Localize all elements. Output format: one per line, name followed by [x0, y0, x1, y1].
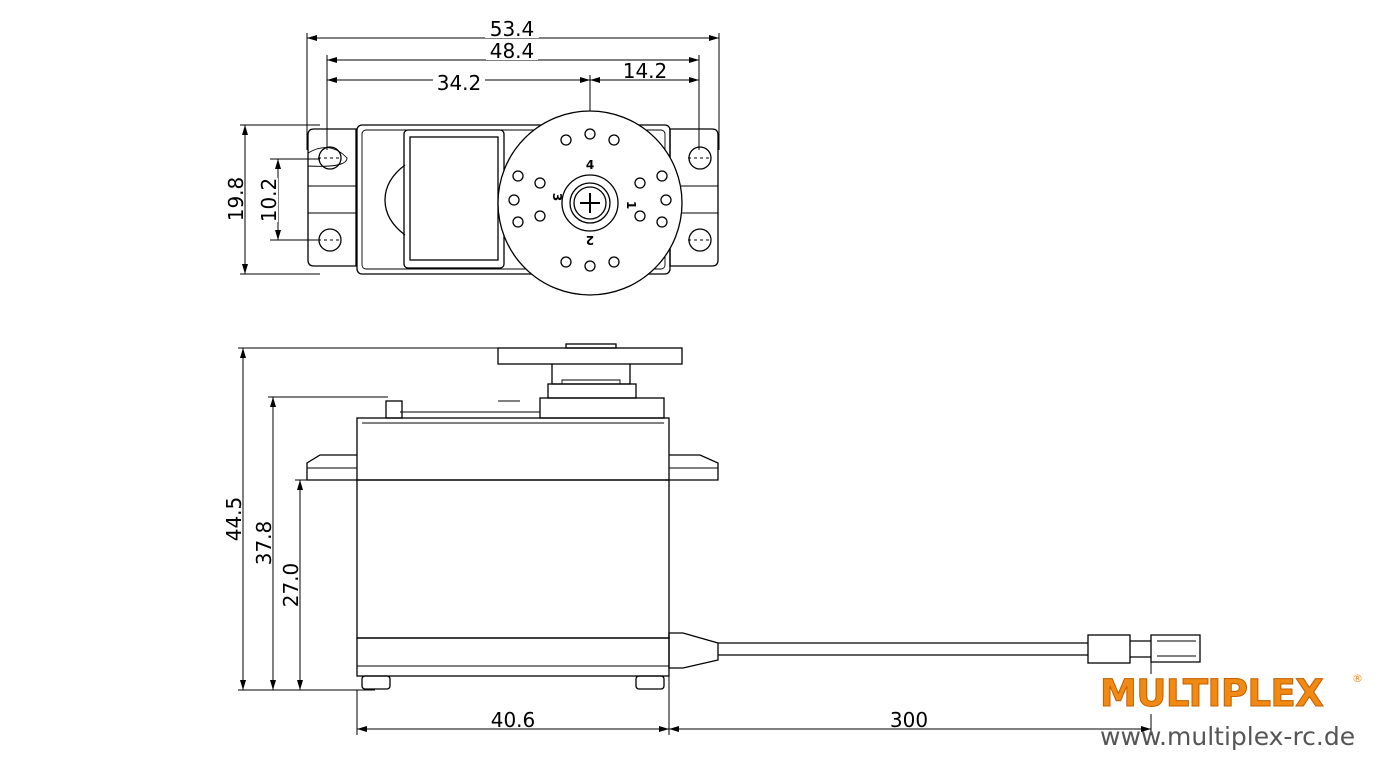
dim-27-0: 27.0 — [279, 563, 303, 608]
dim-300: 300 — [890, 708, 928, 732]
horn-holes — [508, 128, 672, 272]
dim-34-2: 34.2 — [437, 71, 482, 95]
side-flange-left — [306, 454, 357, 481]
connector — [1087, 634, 1131, 664]
dim-48-4: 48.4 — [490, 39, 535, 63]
horn-label-3: 3 — [550, 193, 564, 201]
registered-mark: ® — [1352, 672, 1363, 685]
horn-side — [497, 347, 683, 365]
left-mounting-flange — [307, 128, 357, 267]
dim-44-5: 44.5 — [222, 497, 246, 542]
servo-case-body — [356, 479, 670, 639]
brand-name: MULTIPLEX — [1099, 672, 1324, 715]
side-flange-right — [669, 454, 719, 481]
cable-strain-relief — [668, 632, 719, 669]
multiplex-logo: MULTIPLEX — [1099, 672, 1348, 715]
dim-53-4: 53.4 — [490, 17, 535, 41]
dim-14-2: 14.2 — [623, 59, 668, 83]
horn-label-4: 4 — [586, 158, 594, 172]
side-view: 44.5 37.8 27.0 40.6 300 — [222, 343, 1201, 735]
dim-10-2: 10.2 — [257, 178, 281, 223]
top-view: 53.4 48.4 34.2 14.2 19.8 10.2 — [224, 17, 720, 296]
horn-label-2: 2 — [586, 233, 594, 247]
servo-case-side-top — [356, 417, 670, 481]
horn-label-1: 1 — [624, 201, 638, 209]
case-label-window — [403, 129, 505, 269]
servo-cable — [718, 642, 1088, 656]
dim-40-6: 40.6 — [491, 708, 536, 732]
servo-case-bottom — [356, 637, 670, 677]
brand-url[interactable]: www.multiplex-rc.de — [1100, 722, 1356, 751]
dim-37-8: 37.8 — [252, 521, 276, 566]
dim-19-8: 19.8 — [224, 177, 248, 222]
right-mounting-flange — [669, 128, 719, 267]
